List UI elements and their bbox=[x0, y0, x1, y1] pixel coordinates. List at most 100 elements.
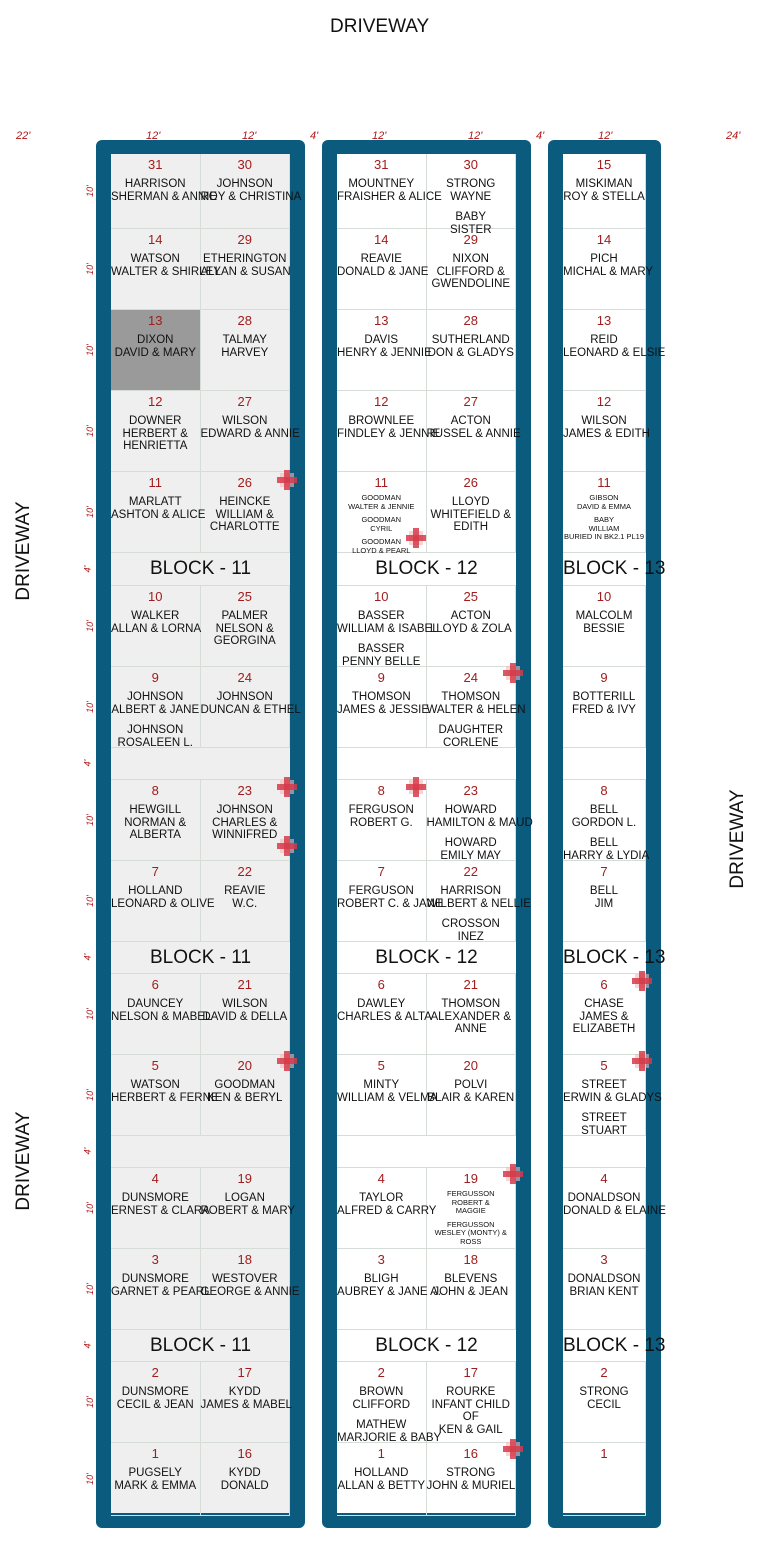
width-measure-left-margin: 22' bbox=[16, 130, 31, 142]
occupant-line: ACTON bbox=[450, 610, 491, 622]
plot-number: 14 bbox=[596, 232, 612, 247]
occupant-line: WILSON bbox=[222, 415, 268, 427]
occupant-line: WALKER bbox=[131, 610, 180, 622]
plot-number: 5 bbox=[377, 1058, 385, 1073]
occupant-line: ACTON bbox=[450, 415, 491, 427]
width-measure-b11-a: 12' bbox=[146, 130, 161, 142]
plot-number: 10 bbox=[148, 589, 163, 604]
occupant-line: DAVID & DELLA bbox=[202, 1010, 288, 1023]
row-height-label: 10' bbox=[84, 1088, 95, 1101]
plot-number: 10 bbox=[374, 589, 389, 604]
occupant-line: HARRISON bbox=[124, 178, 186, 190]
plot-number: 27 bbox=[463, 394, 478, 409]
occupant-line bbox=[337, 635, 426, 643]
plot-b13-1[interactable]: 1 bbox=[563, 1443, 646, 1516]
row-height-label: 10' bbox=[84, 1007, 95, 1020]
occupant-line: THOMSON bbox=[441, 691, 501, 703]
